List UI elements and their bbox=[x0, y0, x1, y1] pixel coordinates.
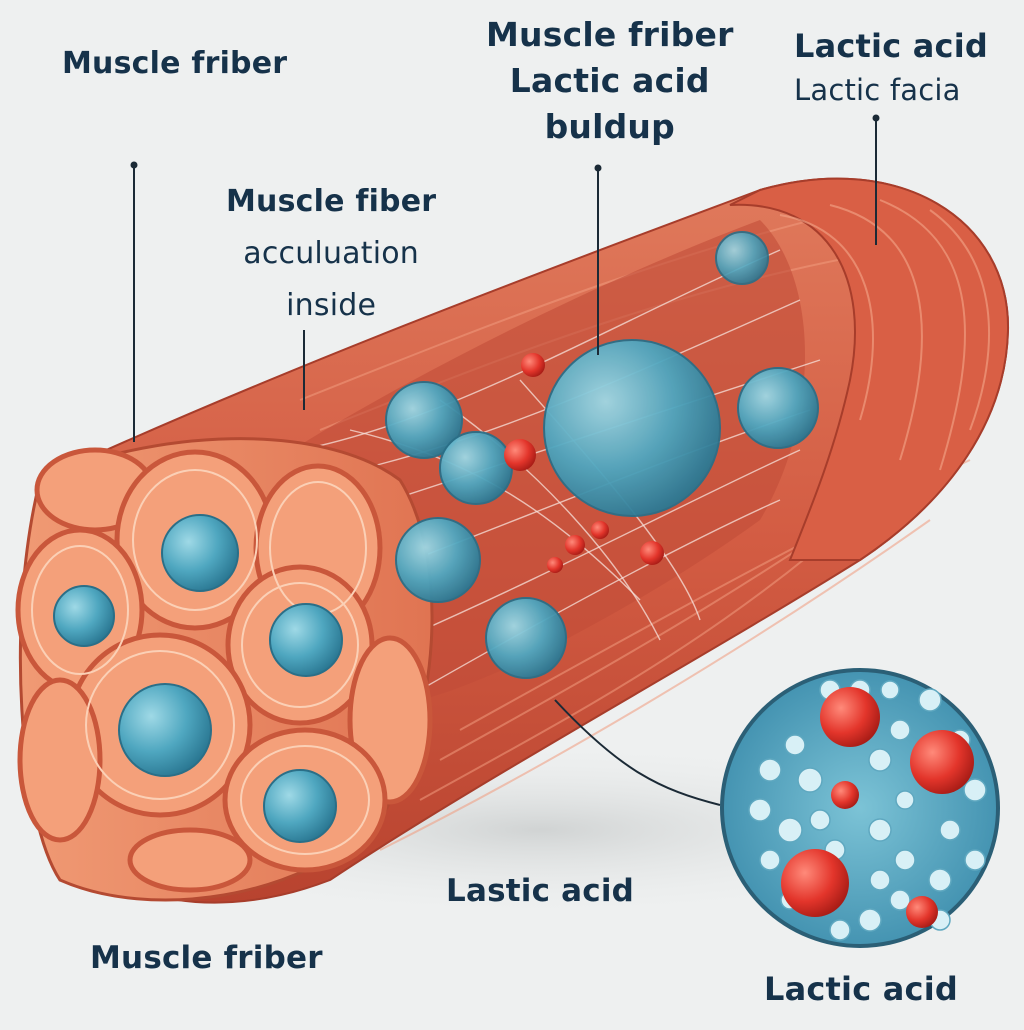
cross-section bbox=[18, 439, 432, 900]
label-line: Lactic acid bbox=[794, 24, 988, 68]
label-line: Lactic facia bbox=[794, 68, 988, 112]
label-line: acculuation bbox=[226, 228, 436, 280]
lactic-acid-magnified-view bbox=[722, 670, 998, 946]
label-muscle-fiber-accumulation: Muscle fiber acculuation inside bbox=[226, 176, 436, 332]
label-line: inside bbox=[226, 280, 436, 332]
label-line: buldup bbox=[486, 104, 734, 150]
label-lastic-acid: Lastic acid bbox=[446, 873, 634, 909]
label-lactic-acid-fascia: Lactic acid Lactic facia bbox=[794, 24, 988, 112]
label-muscle-fiber-bottom: Muscle friber bbox=[90, 940, 323, 976]
label-line: Muscle fiber bbox=[226, 176, 436, 228]
label-lactic-acid-buildup: Muscle friber Lactic acid buldup bbox=[486, 12, 734, 150]
label-line: Muscle friber bbox=[486, 12, 734, 58]
label-muscle-fiber-top-left: Muscle friber bbox=[62, 46, 287, 81]
label-line: Lactic acid bbox=[486, 58, 734, 104]
label-lactic-acid-zoom: Lactic acid bbox=[764, 970, 958, 1008]
